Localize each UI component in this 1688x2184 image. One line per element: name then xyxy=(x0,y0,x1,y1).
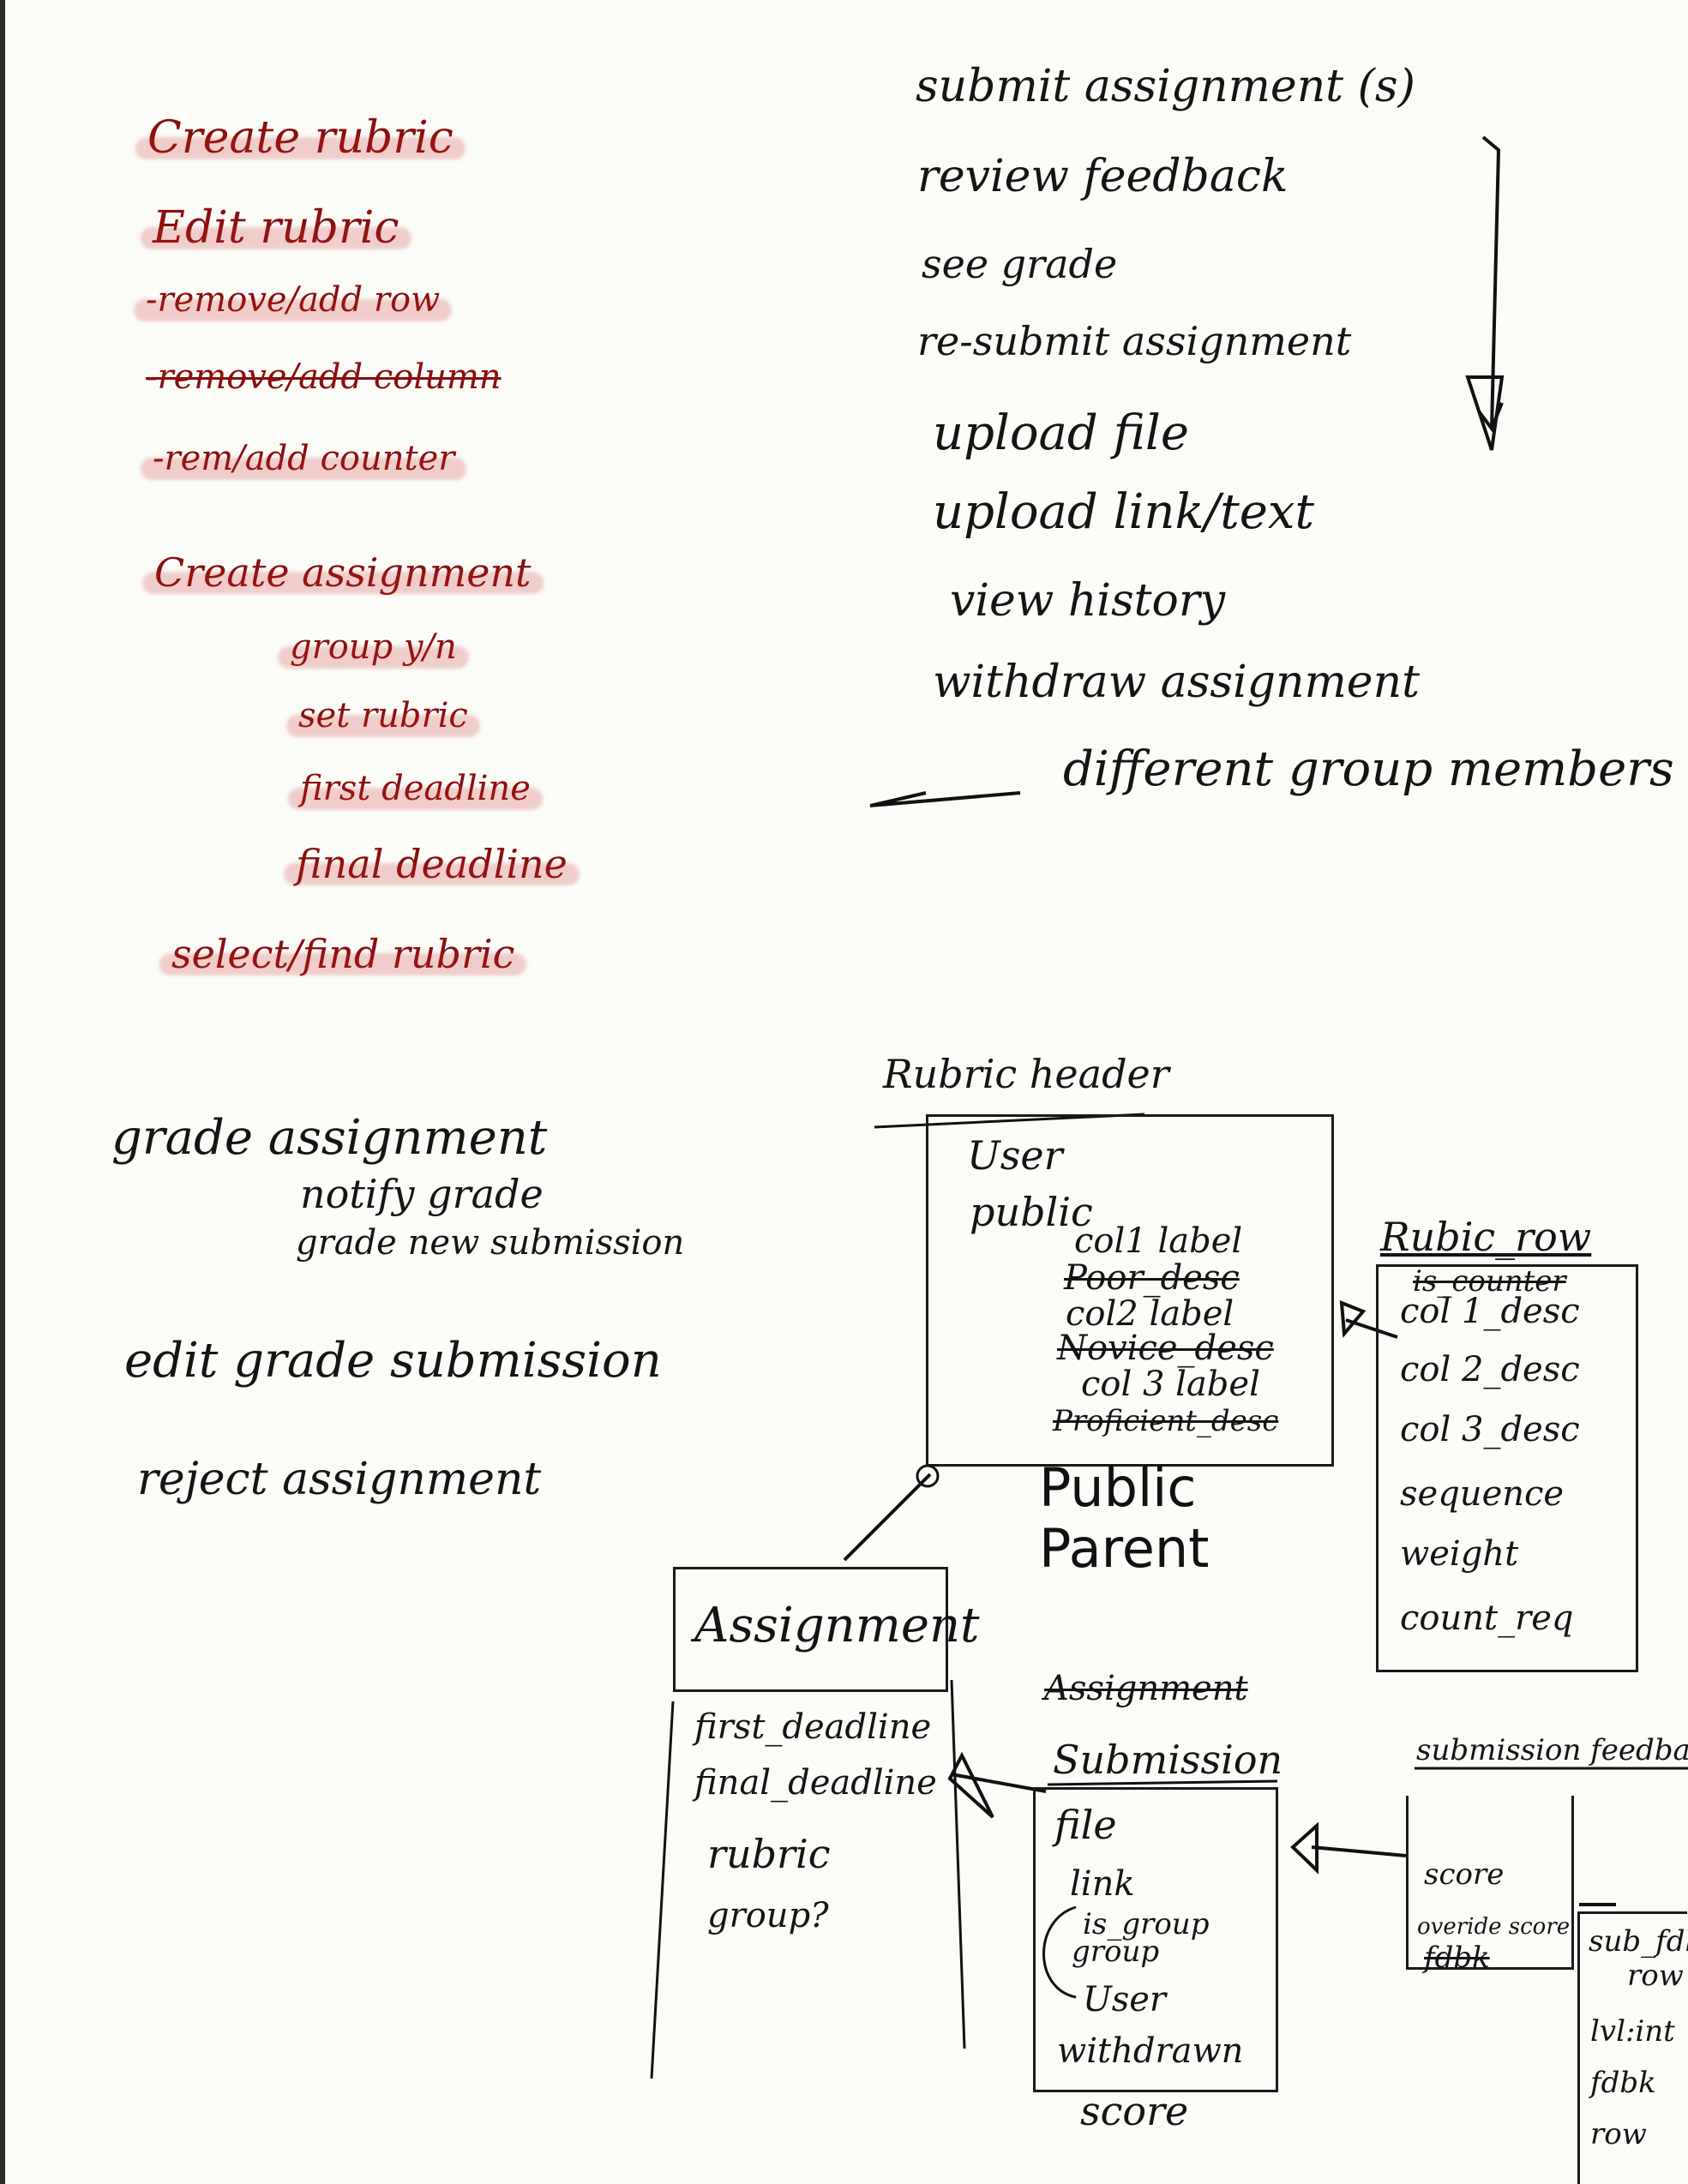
rubric-row-field-sequence: sequence xyxy=(1400,1474,1565,1514)
rubric-row-field-is-counter: is_counter xyxy=(1413,1264,1566,1299)
rubric-row-field-col1-desc: col 1_desc xyxy=(1400,1292,1580,1331)
task-upload-link-text: upload link/text xyxy=(933,484,1314,540)
rubric-row-title: Rubic_row xyxy=(1380,1214,1592,1260)
submission-feedback-field-fdbk: fdbk xyxy=(1424,1941,1490,1975)
assignment-field-first-deadline: first_deadline xyxy=(694,1707,932,1747)
rubric-row-field-weight: weight xyxy=(1400,1534,1519,1574)
submission-arrowhead xyxy=(1290,1821,1319,1875)
rubric-header-field-col3-label: col 3 label xyxy=(1081,1365,1260,1404)
submission-box: file link is_group group User withdrawn xyxy=(1033,1787,1278,2092)
task-grade-new-submission: grade new submission xyxy=(296,1223,685,1263)
task-select-find-rubric: select/find rubric xyxy=(171,931,515,977)
flow-down-arrow xyxy=(1477,135,1504,434)
submission-field-withdrawn: withdrawn xyxy=(1057,2031,1244,2071)
task-reject-assignment: reject assignment xyxy=(137,1454,542,1505)
row-to-header-link xyxy=(1339,1299,1398,1339)
rubric-header-field-col2-label: col2 label xyxy=(1066,1294,1234,1334)
assignment-field-rubric: rubric xyxy=(707,1831,831,1877)
page-edge-shadow xyxy=(0,0,5,2184)
rubric-header-field-user: User xyxy=(967,1132,1063,1179)
rubric-header-title: Rubric header xyxy=(883,1051,1169,1097)
task-first-deadline: first deadline xyxy=(300,769,531,808)
task-create-rubric: Create rubric xyxy=(147,112,454,164)
task-view-history: view history xyxy=(950,575,1226,627)
public-parent-note: Public Parent xyxy=(1039,1457,1209,1580)
rubric-header-field-col1-label: col1 label xyxy=(1074,1221,1243,1261)
rubric-header-field-novice-desc: Novice_desc xyxy=(1057,1329,1274,1368)
assignment-box-sides xyxy=(650,1679,966,2079)
rubric-header-box: User public col1 label Poor_desc col2 la… xyxy=(926,1114,1334,1467)
sub-fdbk-row-field-row: row xyxy=(1590,2117,1647,2151)
header-to-assignment-link xyxy=(843,1473,932,1562)
submission-feedback-box: score overide score fdbk xyxy=(1406,1796,1574,1975)
task-remove-add-row: -remove/add row xyxy=(146,280,441,320)
rubric-row-field-col3-desc: col 3_desc xyxy=(1400,1410,1580,1449)
rubric-header-field-public: public xyxy=(970,1189,1093,1235)
rubric-header-field-proficient-desc: Proficient_desc xyxy=(1053,1404,1279,1438)
public-parent-line2: Parent xyxy=(1039,1517,1210,1581)
submission-footer-score: score xyxy=(1080,2088,1189,2134)
task-review-feedback: review feedback xyxy=(917,151,1289,202)
task-edit-rubric: Edit rubric xyxy=(153,202,399,254)
task-different-group-members: different group members xyxy=(1063,741,1674,797)
submission-struck-title: Assignment xyxy=(1044,1669,1248,1708)
sub-fdbk-row-subtitle: row xyxy=(1627,1959,1684,1993)
assignment-title: Assignment xyxy=(694,1598,980,1653)
submission-field-file: file xyxy=(1054,1802,1117,1848)
rubric-header-field-poor-desc: Poor_desc xyxy=(1064,1258,1240,1298)
sub-fdbk-row-title: sub_fdbk xyxy=(1589,1924,1688,1959)
sub-fdbk-row-field-fdbk: fdbk xyxy=(1590,2066,1656,2100)
task-edit-grade-submission: edit grade submission xyxy=(124,1333,662,1389)
submission-field-is-group: is_group xyxy=(1083,1907,1210,1941)
task-grade-assignment: grade assignment xyxy=(111,1110,548,1166)
task-rem-add-counter: -rem/add counter xyxy=(153,439,455,478)
submission-title-underline xyxy=(1047,1779,1278,1786)
task-submit-assignment: submit assignment (s) xyxy=(916,61,1415,112)
submission-to-assignment-link xyxy=(951,1773,1047,1793)
task-set-rubric: set rubric xyxy=(298,696,468,735)
rubric-row-field-col2-desc: col 2_desc xyxy=(1400,1350,1580,1389)
assignment-field-final-deadline: final_deadline xyxy=(694,1763,937,1803)
submission-title: Submission xyxy=(1053,1737,1283,1783)
task-group-yn: group y/n xyxy=(290,627,457,667)
submission-feedback-title: submission feedback xyxy=(1416,1733,1688,1767)
feedback-to-submission-link xyxy=(1311,1845,1407,1857)
assignment-title-box: Assignment xyxy=(673,1567,980,1692)
sub-fdbk-row-field-lvl: lvl:int xyxy=(1590,2014,1675,2049)
rubric-row-box: is_counter col 1_desc col 2_desc col 3_d… xyxy=(1376,1264,1638,1672)
task-notify-grade: notify grade xyxy=(300,1171,544,1217)
task-remove-add-column: -remove/add column xyxy=(146,357,502,397)
submission-field-user: User xyxy=(1083,1980,1167,2019)
public-parent-line1: Public xyxy=(1039,1456,1197,1519)
assignment-field-group: group? xyxy=(707,1896,829,1935)
group-members-pointer xyxy=(869,791,1021,807)
submission-loop-arrow xyxy=(1042,1905,1077,1999)
task-resubmit-assignment: re-submit assignment xyxy=(917,318,1352,364)
submission-field-group: group xyxy=(1072,1935,1160,1969)
task-create-assignment: Create assignment xyxy=(154,549,532,596)
submission-feedback-field-override-score: overide score xyxy=(1417,1914,1571,1940)
task-see-grade: see grade xyxy=(922,241,1118,287)
rubric-row-field-count-req: count_req xyxy=(1400,1599,1574,1638)
task-upload-file: upload file xyxy=(933,405,1189,461)
task-final-deadline: final deadline xyxy=(296,841,568,887)
submission-feedback-field-score: score xyxy=(1424,1857,1505,1892)
submission-field-link: link xyxy=(1070,1864,1135,1904)
sub-fdbk-row-box: sub_fdbk row lvl:int fdbk row xyxy=(1577,1911,1688,2184)
flow-arrowhead xyxy=(1465,375,1505,451)
task-withdraw-assignment: withdraw assignment xyxy=(933,657,1420,708)
